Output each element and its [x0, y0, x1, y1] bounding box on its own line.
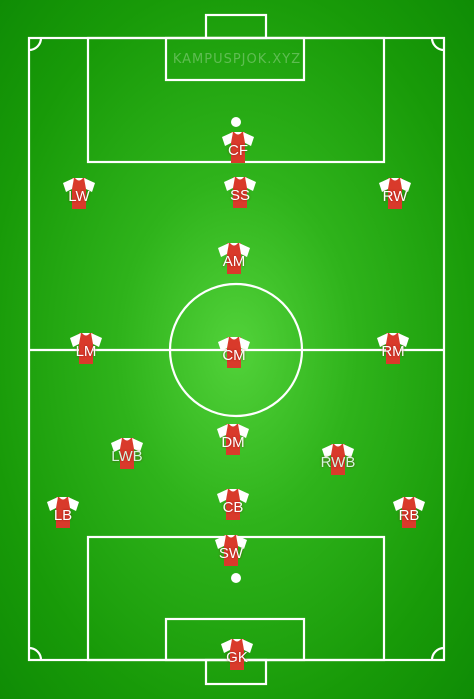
player-rw[interactable]: RW [360, 175, 430, 215]
jersey-icon [224, 177, 256, 208]
player-rm[interactable]: RM [358, 330, 428, 370]
position-label: RB [398, 507, 420, 524]
position-label: GK [226, 649, 248, 666]
position-label: SS [229, 187, 250, 204]
jersey-icon [111, 438, 143, 469]
corner-arc-top-right [430, 37, 445, 52]
player-cb[interactable]: CB [198, 486, 268, 526]
position-label: CM [222, 347, 246, 364]
jersey-icon [379, 178, 411, 209]
centre-circle [168, 282, 304, 418]
jersey-icon [218, 243, 250, 274]
watermark: KAMPUSPJOK.XYZ [172, 52, 302, 67]
position-label: RWB [320, 454, 356, 471]
player-rwb[interactable]: RWB [303, 441, 373, 481]
jersey-icon [221, 639, 253, 670]
player-sw[interactable]: SW [196, 532, 266, 572]
jersey-icon [215, 535, 247, 566]
player-am[interactable]: AM [199, 240, 269, 280]
corner-arc-top-left [28, 37, 43, 52]
corner-arc-bottom-right [430, 646, 445, 661]
player-lwb[interactable]: LWB [92, 435, 162, 475]
player-dm[interactable]: DM [198, 421, 268, 461]
position-label: RM [381, 343, 405, 360]
bottom-penalty-spot [231, 573, 241, 583]
top-goal [204, 13, 268, 40]
position-label: CF [228, 142, 248, 159]
jersey-icon [63, 178, 95, 209]
player-lm[interactable]: LM [51, 330, 121, 370]
position-label: LB [53, 507, 73, 524]
player-cm[interactable]: CM [199, 334, 269, 374]
player-cf[interactable]: CF [203, 129, 273, 169]
player-gk[interactable]: GK [202, 636, 272, 676]
top-penalty-spot [231, 117, 241, 127]
position-label: LW [68, 188, 90, 205]
position-label: AM [222, 253, 246, 270]
player-lb[interactable]: LB [28, 494, 98, 534]
position-label: LM [75, 343, 97, 360]
jersey-icon [47, 497, 79, 528]
position-label: SW [218, 545, 244, 562]
position-label: RW [382, 188, 408, 205]
jersey-icon [322, 444, 354, 475]
player-ss[interactable]: SS [205, 174, 275, 214]
jersey-icon [393, 497, 425, 528]
player-lw[interactable]: LW [44, 175, 114, 215]
position-label: CB [222, 499, 244, 516]
position-label: LWB [111, 448, 143, 465]
jersey-icon [218, 337, 250, 368]
jersey-icon [217, 489, 249, 520]
jersey-icon [70, 333, 102, 364]
jersey-icon [377, 333, 409, 364]
corner-arc-bottom-left [28, 646, 43, 661]
player-rb[interactable]: RB [374, 494, 444, 534]
position-label: DM [221, 434, 245, 451]
jersey-icon [222, 132, 254, 163]
jersey-icon [217, 424, 249, 455]
